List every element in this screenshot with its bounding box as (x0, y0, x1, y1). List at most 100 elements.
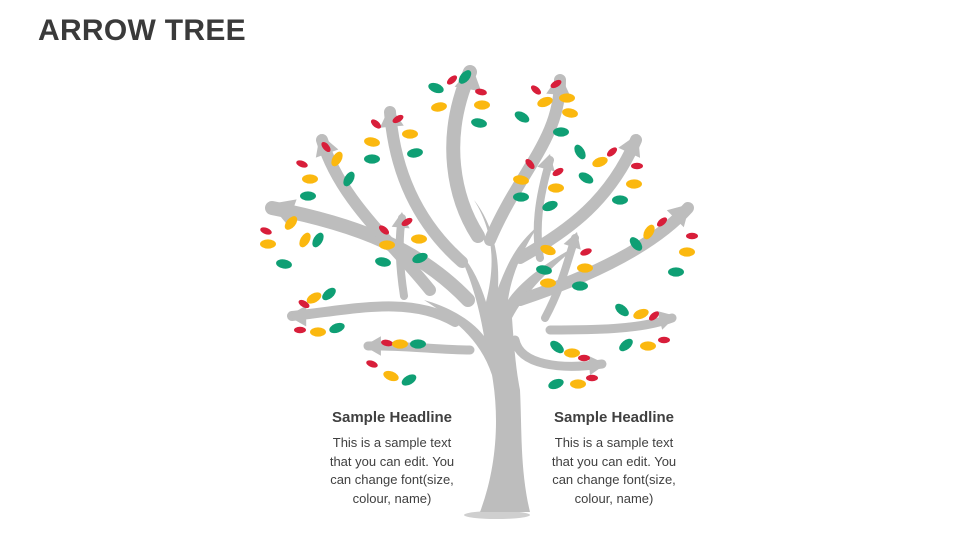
leaf (364, 137, 380, 147)
tree-branch (510, 335, 607, 371)
leaf (383, 370, 399, 382)
leaf (586, 374, 598, 382)
tree-branch (533, 156, 554, 262)
tree-branch (287, 301, 460, 327)
leaf (471, 118, 487, 128)
leaf (300, 191, 316, 201)
leaf (402, 129, 418, 139)
leaf (550, 340, 564, 354)
leaf (475, 88, 487, 96)
leaf (284, 216, 298, 230)
leaf (431, 102, 447, 112)
body-text-right: This is a sample text that you can edit.… (524, 434, 704, 508)
leaf (513, 192, 529, 202)
tree-branch (316, 134, 436, 296)
body-line: colour, name) (352, 490, 432, 506)
arrowhead (270, 199, 297, 225)
leaf (322, 287, 336, 301)
leaf (306, 292, 322, 304)
leaf (343, 171, 355, 187)
leaf (548, 378, 564, 390)
leaf (379, 240, 395, 250)
leaf (458, 70, 472, 84)
leaf (513, 175, 529, 185)
leaf (331, 151, 343, 167)
tree-branch (541, 234, 579, 322)
leaf (378, 225, 390, 235)
leaf (540, 278, 556, 288)
leaf (564, 348, 580, 358)
leaf (552, 167, 564, 177)
leaf (626, 179, 642, 189)
leaf (686, 232, 698, 240)
tree-branches (265, 65, 694, 371)
arrowhead (537, 154, 555, 172)
text-block-right: Sample Headline This is a sample text th… (524, 408, 704, 508)
leaf (321, 141, 331, 153)
leaf (514, 111, 530, 123)
leaf (559, 93, 575, 103)
leaf (578, 172, 594, 184)
leaf (410, 339, 426, 349)
headline-right: Sample Headline (553, 409, 675, 426)
leaf (633, 308, 649, 320)
arrowhead (288, 305, 307, 327)
tree-branch (395, 214, 408, 300)
tree-leaves (260, 70, 698, 390)
leaf (296, 160, 308, 168)
leaf (302, 174, 318, 184)
leaf (364, 154, 380, 164)
leaf (548, 183, 564, 193)
tree-shadow (464, 511, 530, 519)
leaf (629, 237, 643, 251)
leaf (299, 232, 311, 248)
leaf (260, 227, 272, 235)
leaf (562, 108, 578, 118)
body-line: colour, name) (574, 490, 654, 506)
tree-branch (484, 74, 566, 246)
leaf (392, 339, 408, 349)
arrowhead (657, 310, 676, 330)
body-line: can change font(size, (552, 472, 676, 487)
leaf (656, 217, 668, 227)
leaf (537, 96, 553, 108)
leaf (612, 195, 628, 205)
leaf (401, 217, 413, 227)
text-block-left: Sample Headline This is a sample text th… (302, 408, 482, 508)
leaf (658, 336, 670, 344)
leaf (606, 147, 618, 157)
leaf (375, 257, 391, 267)
headline-left: Sample Headline (331, 409, 453, 426)
arrowhead (563, 232, 581, 250)
leaf (631, 162, 643, 170)
leaf (428, 82, 444, 94)
leaf (294, 326, 306, 334)
leaf (411, 234, 427, 244)
leaf (370, 119, 382, 129)
body-line: This is a sample text (554, 435, 674, 450)
leaf (312, 232, 324, 248)
leaf (679, 247, 695, 257)
leaf (577, 263, 593, 273)
arrowhead (364, 336, 381, 356)
body-line: that you can edit. You (551, 453, 677, 469)
leaf (276, 259, 292, 269)
leaf (643, 224, 655, 240)
leaf (446, 75, 458, 85)
leaf (619, 338, 633, 352)
leaf (260, 239, 276, 249)
leaf (570, 379, 586, 389)
arrowhead (666, 204, 690, 228)
leaf (572, 281, 588, 291)
arrowhead (588, 355, 606, 376)
leaf (553, 127, 569, 137)
leaf (401, 374, 417, 386)
leaf (574, 144, 586, 160)
leaf (329, 322, 345, 334)
leaf (668, 267, 684, 277)
arrowhead (618, 134, 641, 158)
leaf (366, 360, 378, 368)
leaf (615, 303, 629, 317)
body-line: that you can edit. You (329, 453, 455, 469)
